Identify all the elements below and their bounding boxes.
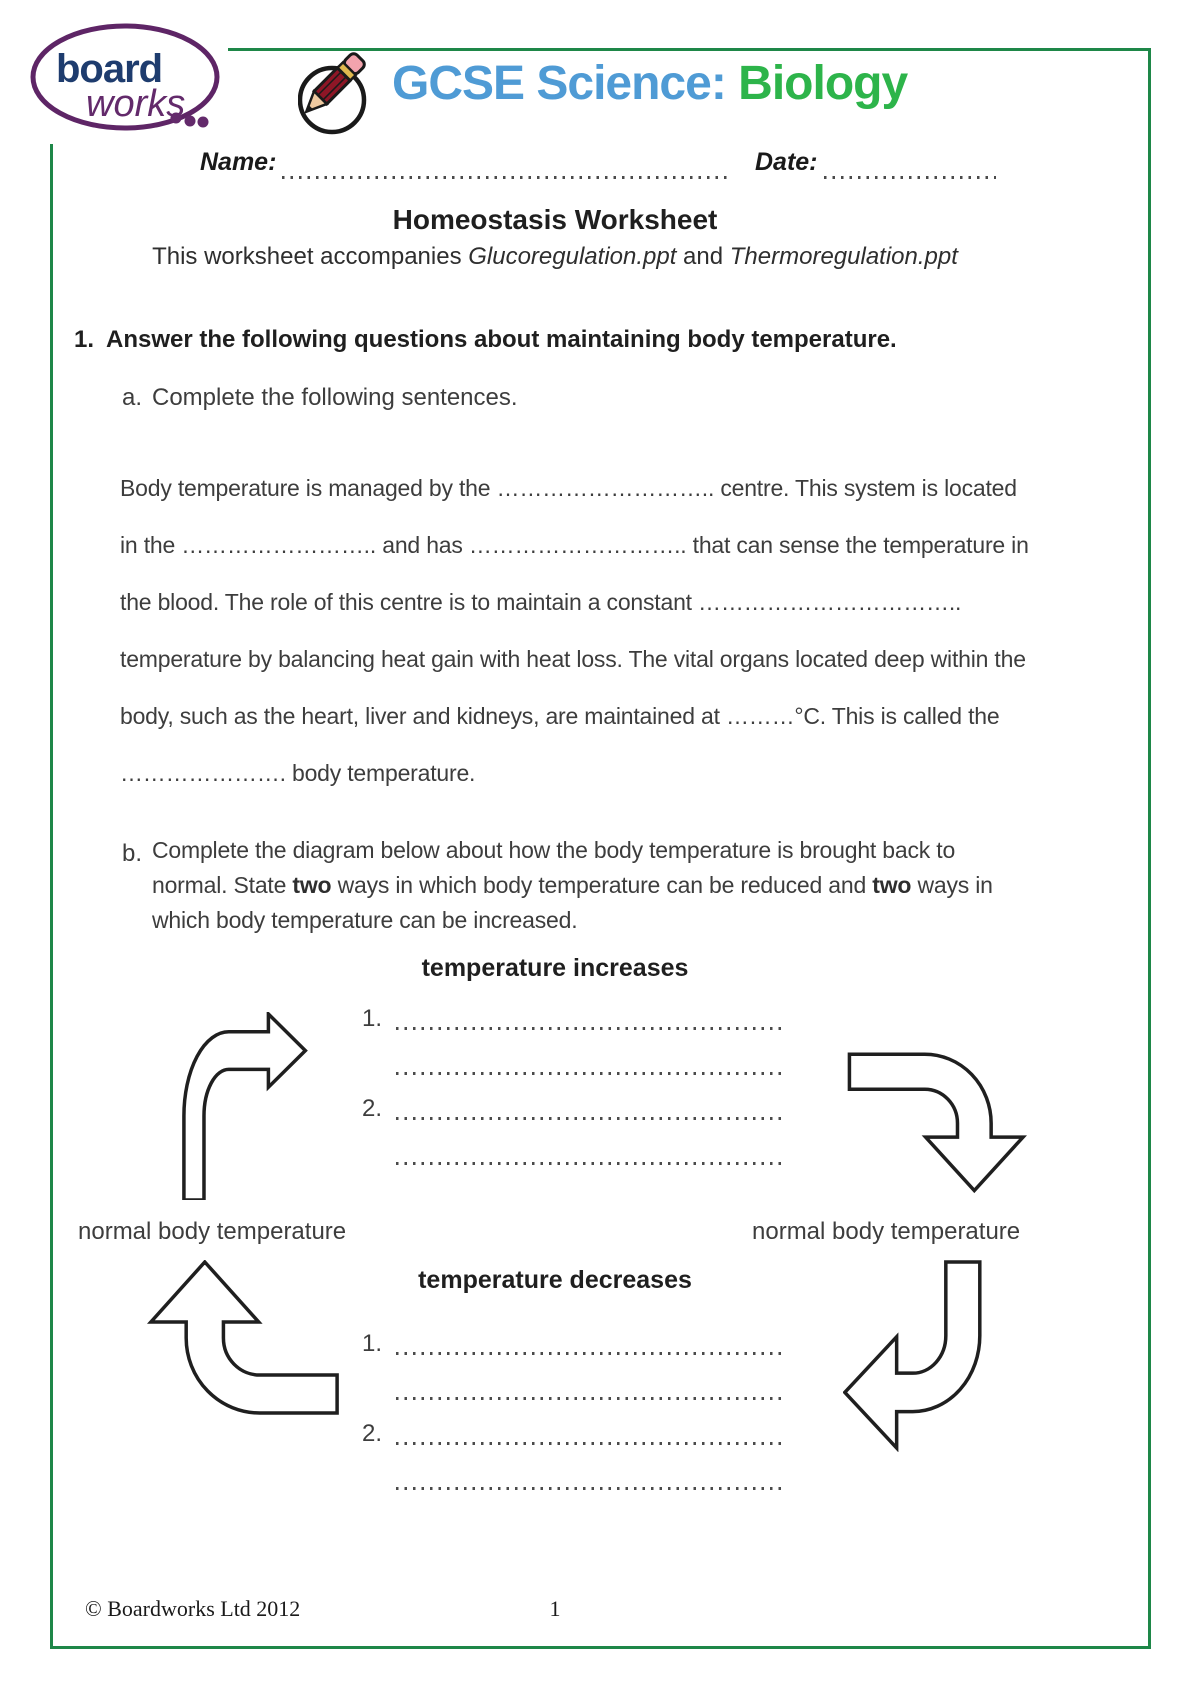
logo-oval xyxy=(30,23,220,131)
paragraph-line: temperature by balancing heat gain with … xyxy=(120,646,1026,672)
logo-dot xyxy=(170,112,182,124)
page-number: 1 xyxy=(549,1596,561,1621)
increase-answer-1-cont xyxy=(360,1047,790,1077)
question-1-heading: Answer the following questions about mai… xyxy=(106,326,897,353)
arrow-up-right-icon xyxy=(176,1012,308,1200)
logo-dot xyxy=(184,115,196,127)
question-1-number: 1. xyxy=(74,326,95,353)
normal-body-temperature-right: normal body temperature xyxy=(752,1218,1021,1245)
normal-body-temperature-left: normal body temperature xyxy=(78,1218,347,1245)
part-a-heading: Complete the following sentences. xyxy=(152,384,518,411)
subtitle-text: and xyxy=(676,243,730,270)
increase-answer-1: 1. xyxy=(360,1002,790,1032)
increase-answer-2-cont xyxy=(360,1137,790,1167)
boardworks-logo: board works xyxy=(24,18,228,144)
boardworks-logo-graphic: board works xyxy=(30,23,220,131)
subtitle-text: This worksheet accompanies xyxy=(152,243,469,270)
part-b-bold-two: two xyxy=(292,872,332,898)
temperature-decreases-heading: temperature decreases xyxy=(418,1266,692,1294)
date-blank-line xyxy=(824,176,996,179)
answer-blank-line xyxy=(396,1072,784,1075)
answer-blank-line xyxy=(396,1117,784,1120)
list-number: 2. xyxy=(362,1420,383,1447)
answer-blank-line xyxy=(396,1352,784,1355)
subtitle-file-1: Glucoregulation.ppt xyxy=(468,243,677,270)
arrow-down-left-icon xyxy=(843,1260,995,1452)
answer-blank-line xyxy=(396,1027,784,1030)
date-label: Date: xyxy=(755,148,818,176)
page-border xyxy=(50,48,1151,1649)
subtitle-file-2: Thermoregulation.ppt xyxy=(729,243,958,270)
arrow-left-up-icon xyxy=(146,1260,342,1415)
paragraph-line: body, such as the heart, liver and kidne… xyxy=(120,703,1000,729)
fill-in-paragraph: Body temperature is managed by the ……………… xyxy=(120,460,1029,802)
paragraph-line: Body temperature is managed by the ……………… xyxy=(120,475,1017,501)
list-number: 1. xyxy=(362,1005,383,1032)
copyright-text: © Boardworks Ltd 2012 xyxy=(85,1596,301,1621)
logo-dot xyxy=(197,116,209,128)
answer-blank-line xyxy=(396,1487,784,1490)
subject-name: Biology xyxy=(738,57,908,110)
answer-blank-line xyxy=(396,1442,784,1445)
part-b-segment: ways in which body temperature can be re… xyxy=(331,872,873,898)
part-a-label: a. xyxy=(122,384,143,411)
decrease-answer-1: 1. xyxy=(360,1327,790,1357)
decrease-answer-1-cont xyxy=(360,1372,790,1402)
paragraph-line: in the …………………….. and has ……………………….. th… xyxy=(120,532,1029,558)
course-title: GCSE Science: Biology xyxy=(392,56,908,111)
paragraph-line: the blood. The role of this centre is to… xyxy=(120,589,962,615)
name-label: Name: xyxy=(200,148,277,176)
name-blank-line xyxy=(282,176,732,179)
part-b-segment: normal. State xyxy=(152,872,293,898)
temperature-increases-heading: temperature increases xyxy=(421,954,689,982)
answer-blank-line xyxy=(396,1162,784,1165)
part-b-line: normal. State two ways in which body tem… xyxy=(152,868,993,903)
arrow-right-down-icon xyxy=(845,1045,1031,1197)
part-b-line: Complete the diagram below about how the… xyxy=(152,837,956,863)
pencil-icon xyxy=(297,50,384,145)
page-subtitle: This worksheet accompanies Glucoregulati… xyxy=(80,243,1030,271)
part-b-line: which body temperature can be increased. xyxy=(152,907,578,933)
page-title: Homeostasis Worksheet xyxy=(392,204,718,235)
decrease-answer-2-cont xyxy=(360,1462,790,1492)
part-b-bold-two: two xyxy=(872,872,912,898)
logo-word-board: board xyxy=(56,47,162,91)
part-b-text: Complete the diagram below about how the… xyxy=(152,833,993,938)
increase-answer-2: 2. xyxy=(360,1092,790,1122)
part-b-segment: ways in xyxy=(911,872,993,898)
decrease-answer-2: 2. xyxy=(360,1417,790,1447)
part-b-label: b. xyxy=(122,840,143,867)
list-number: 2. xyxy=(362,1095,383,1122)
logo-word-works: works xyxy=(86,83,185,125)
list-number: 1. xyxy=(362,1330,383,1357)
paragraph-line: …………………. body temperature. xyxy=(120,760,476,786)
course-name: GCSE Science: xyxy=(392,57,727,110)
answer-blank-line xyxy=(396,1397,784,1400)
